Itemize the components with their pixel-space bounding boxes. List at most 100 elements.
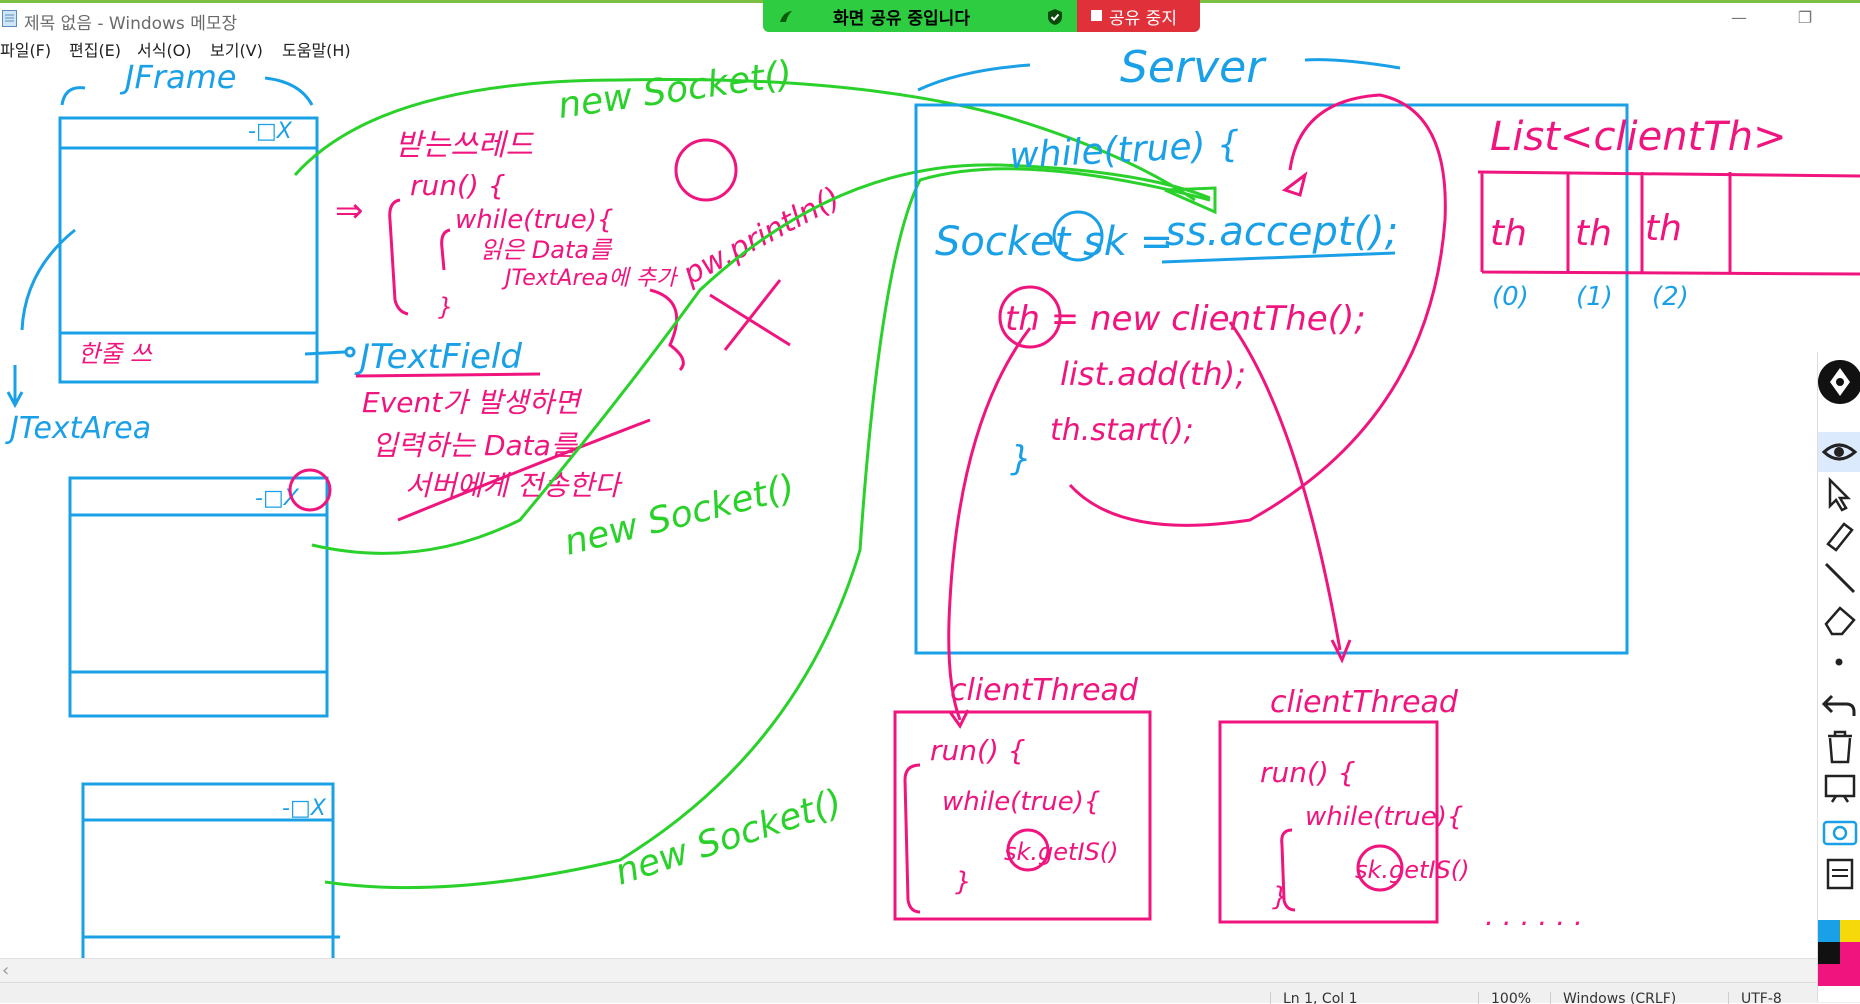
cursor-position: Ln 1, Col 1 — [1270, 992, 1358, 1004]
client-thread-1-run: run() { — [930, 734, 1026, 767]
encoding: UTF-8 — [1728, 992, 1782, 1004]
client-thread-box-1: clientThread run() { while(true){ sk.get… — [893, 327, 1152, 921]
annotation-toolbar — [1817, 352, 1860, 1002]
client-thread-2-run: run() { — [1260, 756, 1356, 789]
client-thread-1-read: sk.getIS() — [1004, 838, 1118, 866]
receive-append-line: JTextArea에 추가 — [501, 266, 679, 291]
color-swatch-cyan[interactable] — [1818, 920, 1840, 942]
list-cell-1: th — [1575, 213, 1612, 254]
line-ending: Windows (CRLF) — [1550, 992, 1676, 1004]
color-swatch-magenta[interactable] — [1840, 942, 1860, 964]
textfield-note-line-1: Event가 발생하면 — [362, 386, 583, 419]
lizard-icon — [780, 11, 792, 22]
server-thread-start: th.start(); — [1050, 413, 1194, 448]
restore-button[interactable]: ❐ — [1782, 5, 1828, 31]
receive-thread-arrow: ⇒ — [335, 191, 364, 231]
client-frame-2: -□X — [68, 468, 332, 718]
menu-edit[interactable]: 편집(E) — [69, 41, 122, 60]
frame-1-controls: -□X — [248, 119, 293, 144]
stop-icon — [1091, 10, 1102, 21]
client-thread-list: List<clientTh> th th th (0) (1) (2) — [1477, 114, 1860, 312]
textfield-note: JTextField Event가 발생하면 입력하는 Data를 서버에게 전… — [304, 180, 846, 522]
color-swatch-black[interactable] — [1818, 942, 1840, 964]
menu-view[interactable]: 보기(V) — [210, 41, 263, 60]
jtextfield-title: JTextField — [354, 337, 522, 377]
undo-icon[interactable] — [1818, 684, 1860, 724]
camera-icon[interactable] — [1818, 810, 1860, 850]
stop-share-label: 공유 중지 — [1109, 9, 1177, 29]
receive-thread-title: 받는쓰레드 — [395, 128, 534, 163]
list-title: List<clientTh> — [1490, 114, 1787, 160]
server-list-add: list.add(th); — [1060, 355, 1246, 393]
server-accept-call: ss.accept(); — [1165, 209, 1398, 255]
stop-share-button[interactable]: 공유 중지 — [1077, 0, 1200, 32]
textfield-note-line-3: 서버에게 전송한다 — [405, 469, 623, 502]
trash-icon[interactable] — [1818, 726, 1860, 766]
jtextarea-label: JTextArea — [5, 411, 151, 446]
client-thread-2-title: clientThread — [1270, 685, 1459, 720]
pen-nib-logo-icon[interactable] — [1818, 360, 1860, 404]
list-index-1: (1) — [1576, 282, 1613, 312]
client-thread-1-close: } — [955, 867, 972, 897]
textfield-hint: 한줄 쓰 — [78, 340, 153, 368]
client-thread-1-while: while(true){ — [942, 787, 1100, 817]
scroll-left-arrow-icon[interactable]: ‹ — [2, 960, 10, 981]
list-cell-0: th — [1490, 213, 1527, 254]
server-while-line: while(true) { — [1008, 124, 1241, 177]
client-thread-box-2: clientThread run() { while(true){ sk.get… — [1218, 321, 1583, 932]
client-thread-2-close: } — [1272, 882, 1289, 912]
list-cell-2: th — [1645, 208, 1682, 249]
highlighter-icon[interactable] — [1818, 516, 1860, 556]
textfield-note-line-2: 입력하는 Data를 — [372, 429, 579, 462]
eraser-icon[interactable] — [1818, 600, 1860, 640]
minimize-button[interactable]: — — [1716, 5, 1762, 31]
println-note: pw.println() — [676, 180, 846, 292]
notepad-app-icon — [2, 10, 17, 27]
client-frame-3: -□X — [81, 782, 340, 986]
server-box: Server while(true) { Socket sk = ss.acce… — [914, 42, 1629, 655]
line-tool-icon[interactable] — [1818, 558, 1860, 598]
color-swatch-yellow[interactable] — [1840, 920, 1860, 942]
color-swatch-magenta-2[interactable] — [1818, 964, 1840, 986]
more-threads-ellipsis: . . . . . . — [1485, 899, 1583, 932]
frame-2-controls: -□X — [255, 486, 300, 511]
color-swatch-magenta-3[interactable] — [1840, 964, 1860, 986]
pen-size-dot-icon[interactable] — [1818, 642, 1860, 682]
zoom-level: 100% — [1478, 992, 1531, 1004]
client-frame-1: JFrame -□X 한줄 쓰 JTextArea — [5, 58, 319, 446]
client-thread-2-while: while(true){ — [1305, 802, 1463, 832]
horizontal-scrollbar[interactable]: ‹ — [0, 958, 1820, 983]
receive-close-brace: } — [438, 293, 453, 321]
jframe-title: JFrame — [119, 58, 236, 96]
frame-3-controls: -□X — [282, 796, 327, 821]
eye-icon[interactable] — [1818, 432, 1860, 472]
menu-file[interactable]: 파일(F) — [0, 41, 52, 60]
client-thread-1-title: clientThread — [950, 673, 1139, 708]
window-title: 제목 없음 - Windows 메모장 — [24, 14, 238, 34]
pointer-icon[interactable] — [1818, 474, 1860, 514]
receive-run-line: run() { — [410, 169, 506, 202]
server-new-thread: th = new clientThe(); — [1005, 299, 1366, 339]
list-index-2: (2) — [1652, 282, 1689, 312]
restore-icon: ❐ — [1797, 8, 1813, 27]
new-socket-label-1: new Socket() — [556, 54, 795, 127]
receive-read-line: 읽은 Data를 — [480, 236, 613, 264]
share-status-label: 화면 공유 중입니다 — [833, 9, 970, 29]
socket-connections: new Socket() new Socket() new Socket() — [293, 54, 1217, 894]
new-socket-label-3: new Socket() — [610, 782, 847, 894]
new-socket-label-2: new Socket() — [560, 467, 799, 564]
receive-thread-note: 받는쓰레드 ⇒ run() { while(true){ 읽은 Data를 JT… — [335, 128, 738, 321]
receive-while-line: while(true){ — [455, 205, 613, 235]
share-status: 화면 공유 중입니다 — [763, 0, 1077, 32]
list-index-0: (0) — [1492, 282, 1529, 312]
menu-help[interactable]: 도움말(H) — [282, 41, 351, 60]
status-bar: Ln 1, Col 1 100% Windows (CRLF) UTF-8 — [0, 982, 1860, 1004]
server-socket-decl: Socket sk = — [935, 219, 1173, 265]
clipboard-icon[interactable] — [1818, 852, 1860, 892]
server-close-brace: } — [1010, 439, 1032, 479]
client-thread-2-read: sk.getIS() — [1355, 856, 1469, 884]
whiteboard-icon[interactable] — [1818, 768, 1860, 808]
menu-format[interactable]: 서식(O) — [137, 41, 192, 60]
minimize-icon: — — [1731, 8, 1747, 27]
